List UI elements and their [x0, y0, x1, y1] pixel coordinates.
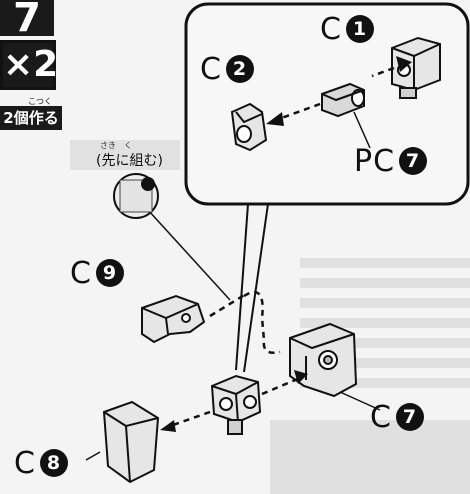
- part-c2: [230, 102, 268, 152]
- pc7-leader: [353, 111, 371, 149]
- label-c7-prefix: C: [370, 400, 392, 435]
- part-c7: [289, 322, 358, 398]
- arrow-c9: [209, 292, 247, 318]
- background-faded-artwork: [70, 140, 470, 494]
- label-c2-number: 2: [225, 55, 254, 83]
- part-c8: [102, 400, 160, 484]
- label-c7-number: 7: [395, 403, 424, 431]
- callout-ruby: さき く: [100, 141, 132, 150]
- step-number: 7: [0, 0, 54, 36]
- label-c8-prefix: C: [14, 446, 36, 481]
- arrowhead-c2: [266, 112, 284, 126]
- step-badge: 7 ×2 こつく 2個作る: [0, 0, 68, 132]
- label-c2-prefix: C: [200, 52, 222, 87]
- arrow-to-c8: [169, 410, 211, 428]
- arrowhead-c1: [396, 56, 412, 72]
- quantity-badge: ×2: [0, 40, 58, 90]
- arrowhead-c8: [160, 420, 176, 432]
- label-c1-prefix: C: [320, 12, 342, 47]
- arrow-c1-to-pc7: [371, 66, 395, 78]
- label-c8-number: 8: [39, 449, 68, 477]
- part-pc7: [321, 82, 365, 118]
- c7-leader: [339, 391, 381, 411]
- leader-line-right: [243, 203, 269, 373]
- callout-note: (先に組む): [96, 153, 163, 169]
- pre-assembled-inset: [113, 173, 159, 219]
- leader-line-left: [235, 203, 249, 371]
- label-pc7-number: 7: [399, 147, 428, 175]
- arrow-c9-path: [243, 290, 281, 354]
- arrow-to-c7: [261, 376, 301, 396]
- make-count-label: 2個作る: [0, 106, 62, 130]
- label-c1-number: 1: [345, 15, 374, 43]
- c8-leader: [85, 451, 101, 461]
- arrowhead-c7: [294, 370, 308, 384]
- part-main-assembly: [210, 374, 262, 435]
- make-count-ruby: こつく: [28, 97, 52, 106]
- part-c9: [141, 294, 206, 344]
- label-c9-number: 9: [95, 259, 124, 287]
- label-pc7-prefix: PC: [354, 144, 396, 179]
- callout-leader: [147, 209, 231, 301]
- label-c9-prefix: C: [70, 256, 92, 291]
- arrow-pc7-to-c2: [275, 102, 321, 122]
